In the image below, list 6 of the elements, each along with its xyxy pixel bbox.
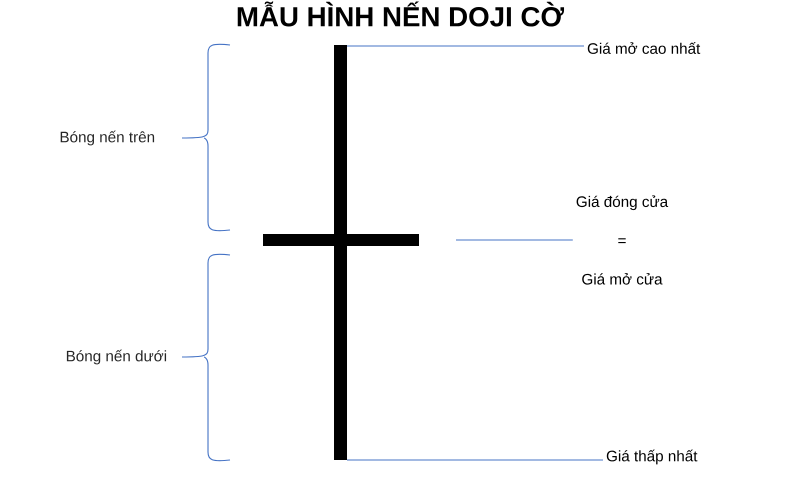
brace-label: Bóng nến trên: [60, 130, 154, 146]
brace-label: Bóng nến dưới: [66, 350, 166, 364]
price-label: Giá đóng cửa = Giá mở cửa: [576, 195, 668, 285]
title: MẪU HÌNH NẾN DOJI CỜ: [238, 1, 564, 27]
price-label: Giá thấp nhất: [606, 450, 698, 464]
price-label: Giá mở cao nhất: [588, 42, 700, 54]
